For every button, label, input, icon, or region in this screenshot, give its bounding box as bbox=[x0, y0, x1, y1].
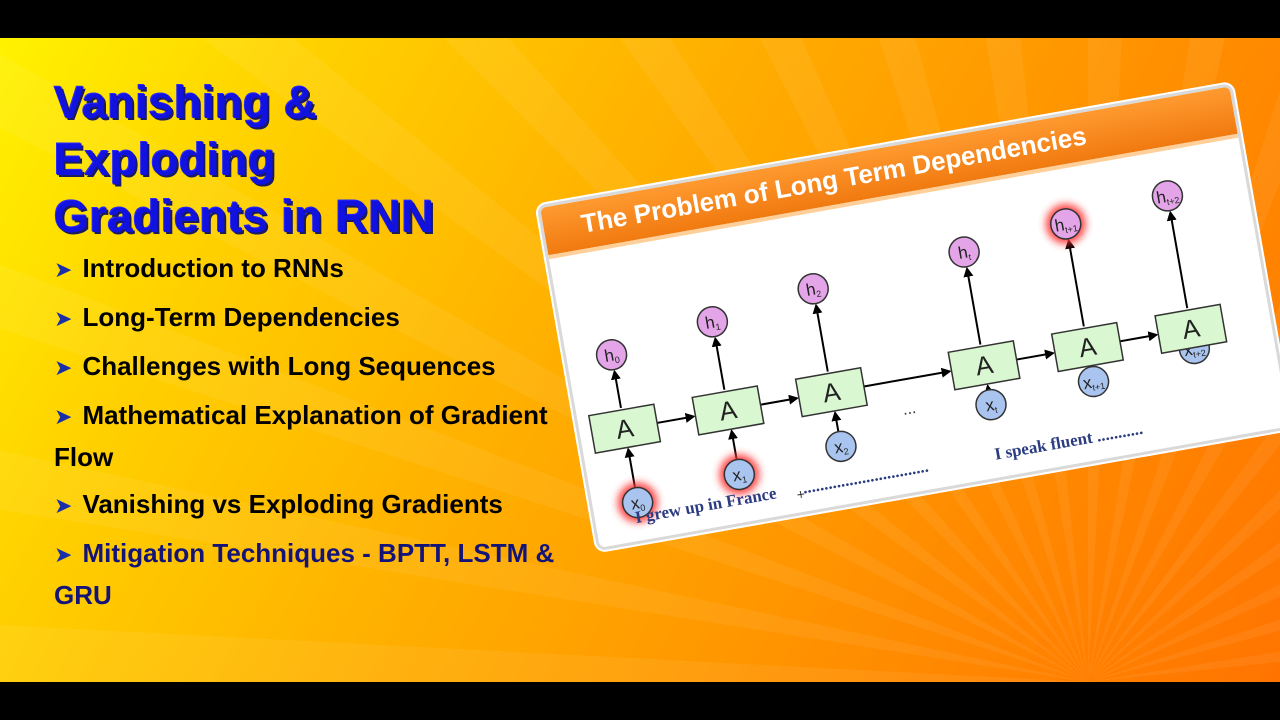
input-node bbox=[825, 430, 857, 463]
rnn-cell bbox=[947, 339, 1021, 391]
input-arrow bbox=[831, 410, 842, 432]
output-arrow bbox=[1065, 238, 1085, 327]
topic-text: Introduction to RNNs bbox=[82, 253, 344, 283]
topic-item: ➤ Introduction to RNNs bbox=[54, 248, 574, 290]
topic-item: ➤ Challenges with Long Sequences bbox=[54, 346, 574, 388]
cell-label: A bbox=[973, 349, 996, 382]
output-arrow bbox=[1166, 210, 1189, 309]
input-node bbox=[723, 458, 756, 491]
rnn-cell bbox=[1050, 321, 1125, 373]
topic-text: Challenges with Long Sequences bbox=[82, 351, 496, 381]
slide: Vanishing & Exploding Gradients in RNN ➤… bbox=[0, 38, 1280, 682]
ellipsis: ... bbox=[901, 400, 917, 419]
topic-item: ➤ Vanishing vs Exploding Gradients bbox=[54, 484, 574, 526]
recurrent-arrow bbox=[760, 394, 799, 406]
input-node bbox=[975, 388, 1007, 421]
arrow-icon: ➤ bbox=[54, 493, 73, 518]
topic-text: Mathematical Explanation of Gradient Flo… bbox=[54, 400, 548, 472]
output-node bbox=[948, 236, 980, 268]
cell-label: A bbox=[1180, 312, 1203, 345]
rnn-diagram-card: The Problem of Long Term Dependencies x0… bbox=[540, 86, 1280, 548]
title-line-1: Vanishing & bbox=[54, 77, 318, 128]
arrow-icon: ➤ bbox=[54, 355, 73, 380]
arrow-icon: ➤ bbox=[54, 404, 73, 429]
cell-label: A bbox=[820, 376, 843, 409]
letterbox-bottom bbox=[0, 682, 1280, 720]
output-label: ht+2 bbox=[1155, 185, 1180, 209]
cell-label: A bbox=[613, 412, 636, 445]
recurrent-arrow bbox=[863, 367, 952, 388]
rnn-cell bbox=[691, 385, 765, 436]
output-arrow bbox=[610, 369, 622, 409]
output-node bbox=[1050, 208, 1082, 240]
input-node bbox=[1077, 365, 1110, 398]
input-node bbox=[621, 486, 654, 519]
output-node bbox=[1151, 180, 1184, 212]
rnn-cell bbox=[587, 403, 662, 454]
output-arrow bbox=[812, 303, 829, 372]
recurrent-arrow bbox=[1119, 331, 1159, 343]
output-node bbox=[696, 306, 729, 338]
rnn-cell bbox=[1154, 303, 1228, 355]
letterbox-top bbox=[0, 0, 1280, 38]
arrow-icon: ➤ bbox=[54, 257, 73, 282]
arrow-icon: ➤ bbox=[54, 542, 73, 567]
sentence-dots: .............................. bbox=[801, 457, 930, 498]
topic-item: ➤ Long-Term Dependencies bbox=[54, 297, 574, 339]
cell-label: A bbox=[717, 394, 740, 427]
topic-list: ➤ Introduction to RNNs ➤ Long-Term Depende… bbox=[54, 248, 574, 622]
output-arrow bbox=[711, 336, 726, 390]
recurrent-arrow bbox=[656, 412, 696, 424]
cell-label: A bbox=[1076, 331, 1099, 364]
rnn-cell bbox=[794, 366, 869, 418]
recurrent-arrow bbox=[1016, 349, 1055, 361]
slide-title: Vanishing & Exploding Gradients in RNN bbox=[54, 74, 594, 245]
cursor-crosshair: + bbox=[795, 485, 806, 502]
input-arrow bbox=[624, 447, 637, 488]
arrow-icon: ➤ bbox=[54, 306, 73, 331]
title-line-3: Gradients in RNN bbox=[54, 191, 435, 242]
output-node bbox=[797, 273, 829, 305]
output-node bbox=[595, 339, 628, 371]
topic-item: ➤Mitigation Techniques - BPTT, LSTM & GR… bbox=[54, 533, 574, 615]
topic-text: Vanishing vs Exploding Gradients bbox=[82, 489, 503, 519]
topic-text: Mitigation Techniques - BPTT, LSTM & GRU bbox=[54, 538, 555, 610]
title-line-2: Exploding bbox=[54, 134, 276, 185]
output-arrow bbox=[963, 266, 982, 345]
topic-text: Long-Term Dependencies bbox=[82, 302, 400, 332]
topic-item: ➤Mathematical Explanation of Gradient Fl… bbox=[54, 395, 574, 477]
